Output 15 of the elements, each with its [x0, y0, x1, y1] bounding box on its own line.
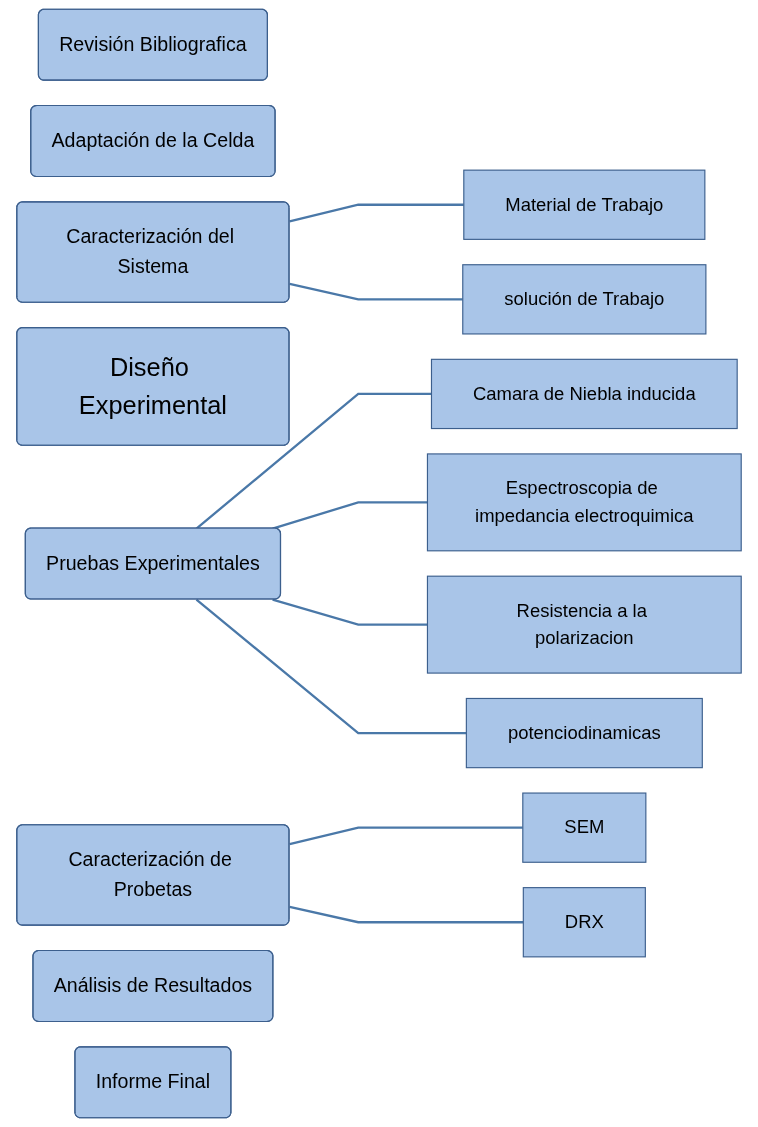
node-box: SEM	[522, 792, 647, 863]
connector	[195, 392, 432, 530]
connector	[289, 826, 523, 846]
node-box: potenciodinamicas	[465, 697, 703, 769]
connector	[289, 203, 464, 223]
node-box: Camara de Niebla inducida	[430, 358, 738, 430]
node-box: Espectroscopia de impedancia electroquimica	[426, 453, 742, 552]
node-box: Resistencia a la polarizacion	[426, 575, 742, 674]
connector	[195, 598, 467, 735]
connector	[272, 598, 428, 626]
node-box: solución de Trabajo	[462, 264, 707, 335]
node-box: Material de Trabajo	[463, 169, 706, 240]
connector	[289, 905, 524, 924]
connector	[289, 282, 463, 301]
node-box: DRX	[522, 887, 646, 958]
